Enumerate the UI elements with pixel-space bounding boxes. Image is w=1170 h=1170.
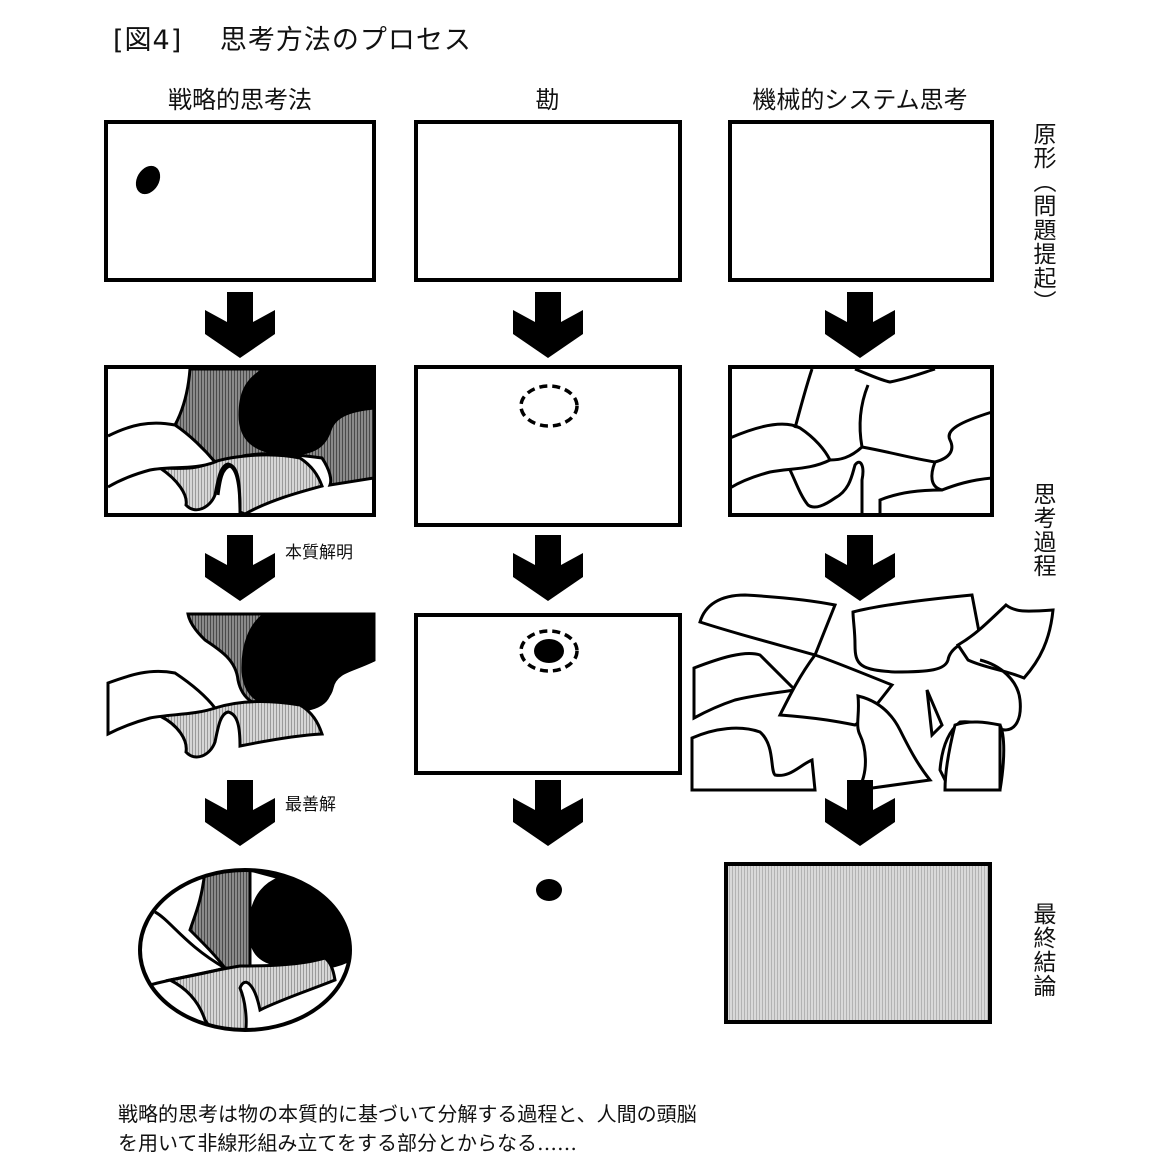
intuition-process-box: [414, 365, 682, 527]
intuition-original-box: [414, 120, 682, 282]
mechanical-puzzle-box: [728, 365, 994, 517]
arrow-down-icon: [513, 292, 583, 358]
strategic-original-box: [104, 120, 376, 282]
figure-title-text: 思考方法のプロセス: [219, 25, 472, 56]
intuition-focus-box: [414, 613, 682, 775]
row-label-process: 思考過程: [1029, 482, 1055, 578]
strategic-best-solution-oval: [138, 868, 352, 1032]
row-label-conclusion: 最終結論: [1029, 902, 1055, 998]
mechanical-original-box: [728, 120, 994, 282]
strategic-decomposition-box: [104, 365, 376, 517]
arrow-down-icon: [205, 780, 275, 846]
figure-number: [図4]: [113, 25, 183, 56]
arrow-down-icon: [513, 780, 583, 846]
mechanical-final-conclusion-box: [724, 862, 992, 1024]
arrow-down-icon: [825, 535, 895, 601]
figure-title: [図4] 思考方法のプロセス: [113, 18, 472, 57]
caption-line-2: を用いて非線形組み立てをする部分とからなる……: [118, 1131, 577, 1155]
intuition-focus-dot: [534, 639, 564, 663]
strategic-seed-dot: [135, 165, 161, 195]
step-label-essence: 本質解明: [285, 543, 353, 563]
caption-line-1: 戦略的思考は物の本質的に基づいて分解する過程と、人間の頭脳: [118, 1102, 697, 1126]
intuition-focus-outline: [519, 629, 579, 673]
intuition-hunch-outline: [519, 384, 579, 428]
arrow-down-icon: [825, 292, 895, 358]
arrow-down-icon: [513, 535, 583, 601]
arrow-down-icon: [205, 292, 275, 358]
column-header-intuition: 勘: [535, 86, 560, 114]
figure-caption: 戦略的思考は物の本質的に基づいて分解する過程と、人間の頭脳 を用いて非線形組み立…: [118, 1100, 697, 1158]
arrow-down-icon: [205, 535, 275, 601]
column-header-mechanical: 機械的システム思考: [752, 86, 968, 114]
intuition-conclusion-dot: [536, 879, 562, 901]
strategic-reassembly: [106, 612, 376, 759]
mechanical-scattered-pieces: [690, 593, 1055, 792]
arrow-down-icon: [825, 780, 895, 846]
step-label-best: 最善解: [285, 795, 336, 815]
column-header-strategic: 戦略的思考法: [168, 86, 312, 114]
row-label-original: 原形︵問題提起︶: [1029, 122, 1055, 314]
